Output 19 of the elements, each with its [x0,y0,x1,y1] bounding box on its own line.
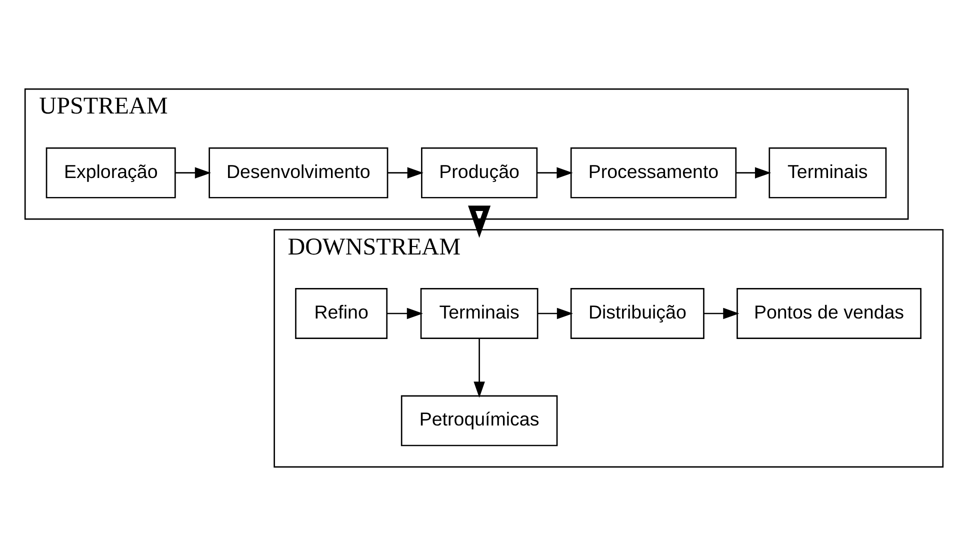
arrow [536,166,572,178]
node-box: Terminais [768,146,886,198]
node-box: Petroquímicas [400,394,558,446]
arrow [473,338,484,398]
arrow [537,307,573,319]
arrow [736,166,771,178]
node-box: Terminais [420,288,538,338]
arrow [174,166,211,178]
node-box: Processamento [570,146,736,198]
arrow [386,307,422,319]
arrow [387,166,423,178]
node-box: Exploração [45,146,176,198]
node-box: Produção [420,146,538,198]
node-box: Refino [294,288,388,338]
arrow [468,205,490,238]
node-box: Desenvolvimento [208,146,388,198]
node-box: Pontos de vendas [736,288,921,338]
node-box: Distribuição [570,288,704,338]
arrow [704,307,739,319]
